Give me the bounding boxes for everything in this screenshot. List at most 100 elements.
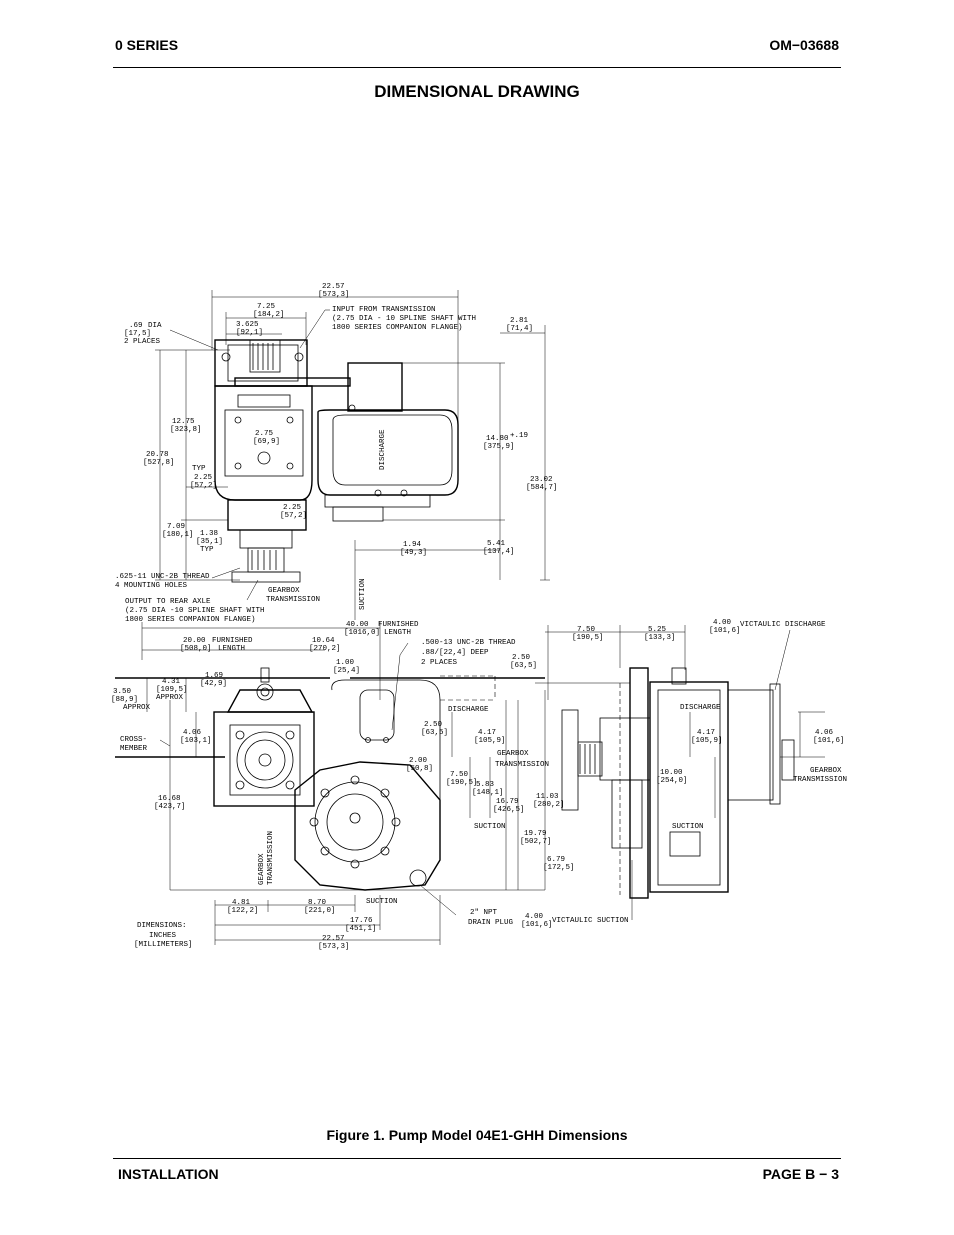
label-gearbox-front: GEARBOX [497,750,529,758]
label-suction-bottom: SUCTION [366,898,398,906]
label-victaulic-suction: VICTAULIC SUCTION [552,917,629,925]
dim-4-17-mm: [105,9] [474,737,506,745]
note-thread-1: .625-11 UNC-2B THREAD [115,573,210,581]
dim-19-79-mm: [502,7] [520,838,552,846]
label-gearbox-vertical: GEARBOX [258,853,266,885]
dim-typ2: TYP [200,546,214,554]
dim-12-75-mm: [323,8] [170,426,202,434]
header-rule [113,67,841,68]
note-thread-2: 4 MOUNTING HOLES [115,582,188,590]
label-suction-front: SUCTION [474,823,506,831]
dim-7-50-mm: [190,5] [572,634,604,642]
dim-22-57b-mm: [573,3] [318,943,350,951]
dim-14-80-mm: [375,9] [483,443,515,451]
dim-4-00b: 4.00 [525,913,544,921]
dim-2-75-mm: [69,9] [253,438,280,446]
dim-1-94: 1.94 [403,541,422,549]
dim-2-25-mm: [57,2] [190,482,217,490]
note-output-2: (2.75 DIA -10 SPLINE SHAFT WITH [125,607,265,615]
dim-8-70-mm: [221,0] [304,907,336,915]
dim-2-25: 2.25 [194,474,213,482]
dim-17-76-mm: [451,1] [345,925,377,933]
dim-4-17: 4.17 [478,729,496,737]
dim-23-02-mm: [584,7] [526,484,558,492]
dim-1-94-mm: [49,3] [400,549,427,557]
dim-approx-1: APPROX [156,694,184,702]
dim-20-00-furnished: FURNISHED [212,637,253,645]
dim-3-50-mm: [88,9] [111,696,138,704]
dim-20-00-length: LENGTH [218,645,245,653]
label-transmission-side: TRANSMISSION [793,776,847,784]
dim-7-25: 7.25 [257,303,276,311]
dim-dia-word: DIA [148,322,162,330]
note-thread2-3: 2 PLACES [421,659,458,667]
dim-7-25-mm: [184,2] [253,311,285,319]
footer-section: INSTALLATION [118,1166,219,1182]
dim-4-00: 4.00 [713,619,732,627]
dim-4-81-mm: [122,2] [227,907,259,915]
dim-2-75: 2.75 [255,430,274,438]
footer-rule [113,1158,841,1159]
dim-4-31: 4.31 [162,678,181,686]
dim-two-places: 2 PLACES [124,338,161,346]
dim-1-00: 1.00 [336,659,355,667]
dim-2-50b: 2.50 [424,721,443,729]
dim-5-25-mm: [133,3] [644,634,676,642]
dim-23-02: 23.02 [530,476,553,484]
page-title: DIMENSIONAL DRAWING [374,82,580,101]
dim-2-50-mm: [63,5] [510,662,537,670]
label-victaulic-discharge: VICTAULIC DISCHARGE [740,621,826,629]
dim-40-00-mm: [1016,0] [344,629,380,637]
dim-4-00b-mm: [101,6] [521,921,553,929]
dim-16-79-mm: [426,5] [493,806,525,814]
dim-2-50: 2.50 [512,654,531,662]
dim-20-78: 20.78 [146,451,169,459]
dim-5-41: 5.41 [487,540,506,548]
dim-4-06-mm: [103,1] [180,737,212,745]
dim-17-76: 17.76 [350,917,373,925]
dim-1-69: 1.69 [205,672,223,680]
dim-2-25b: 2.25 [283,504,302,512]
figure-caption: Figure 1. Pump Model 04E1-GHH Dimensions [326,1127,628,1143]
dim-5-83-mm: [148,1] [472,789,504,797]
dim-10-64: 10.64 [312,637,335,645]
label-suction-top: SUCTION [359,578,367,610]
dims-legend-2: INCHES [149,932,177,940]
label-suction-side: SUCTION [672,823,704,831]
dim-16-79: 16.79 [496,798,519,806]
dim-20-00-mm: [508,0] [180,645,212,653]
dim-3-625: 3.625 [236,321,259,329]
header-series: 0 SERIES [115,37,179,53]
dim-4-17b-mm: [105,9] [691,737,723,745]
note-input-2: (2.75 DIA - 10 SPLINE SHAFT WITH [332,315,476,323]
label-transmission-front: TRANSMISSION [495,761,549,769]
note-drain-2: DRAIN PLUG [468,919,514,927]
dim-3-625-mm: [92,1] [236,329,263,337]
dim-7-50: 7.50 [577,626,596,634]
label-gearbox-side: GEARBOX [810,767,842,775]
dim-6-79-mm: [172,5] [543,864,575,872]
dim-7-09-mm: [180,1] [162,531,194,539]
note-input-1: INPUT FROM TRANSMISSION [332,306,436,314]
dim-2-25b-mm: [57,2] [280,512,307,520]
note-thread2-2: .88/[22,4] DEEP [421,649,489,657]
dim-2-00-mm: [50,8] [406,765,433,773]
dim-1-38: 1.38 [200,530,218,538]
dims-legend-3: [MILLIMETERS] [134,941,193,949]
dim-19-79: 19.79 [524,830,547,838]
lower-views [115,622,825,945]
lower-view-labels: 40.00 FURNISHED [1016,0] LENGTH 20.00 FU… [111,619,847,951]
header-doc-number: OM−03688 [769,37,839,53]
dim-16-68: 16.68 [158,795,181,803]
dim-10-00: 10.00 [660,769,683,777]
dim-22-57b: 22.57 [322,935,345,943]
dim-8-70: 8.70 [308,899,327,907]
dim-4-06: 4.06 [183,729,202,737]
note-drain-1: 2" NPT [470,909,498,917]
dim-5-25: 5.25 [648,626,667,634]
dim-16-68-mm: [423,7] [154,803,186,811]
dim-40-00-length: LENGTH [384,629,411,637]
top-view [155,290,550,620]
label-cross-member-1: CROSS- [120,736,147,744]
